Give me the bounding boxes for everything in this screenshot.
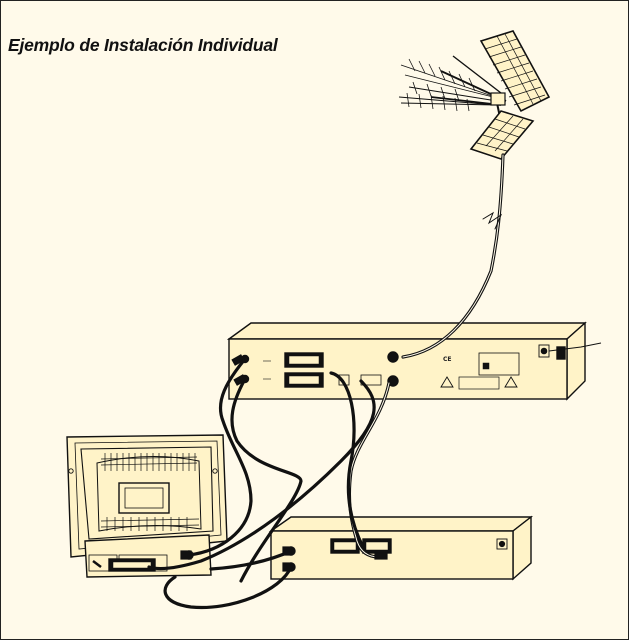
television — [66, 434, 228, 578]
warning-icon — [504, 376, 518, 388]
warning-icon — [440, 376, 454, 388]
diagram-title: Ejemplo de Instalación Individual — [8, 35, 278, 55]
cables — [147, 153, 505, 610]
antenna-icon — [398, 30, 551, 160]
video-recorder — [268, 515, 534, 581]
ce-mark-icon: CE — [443, 356, 452, 363]
receiver: CE — [226, 321, 602, 401]
